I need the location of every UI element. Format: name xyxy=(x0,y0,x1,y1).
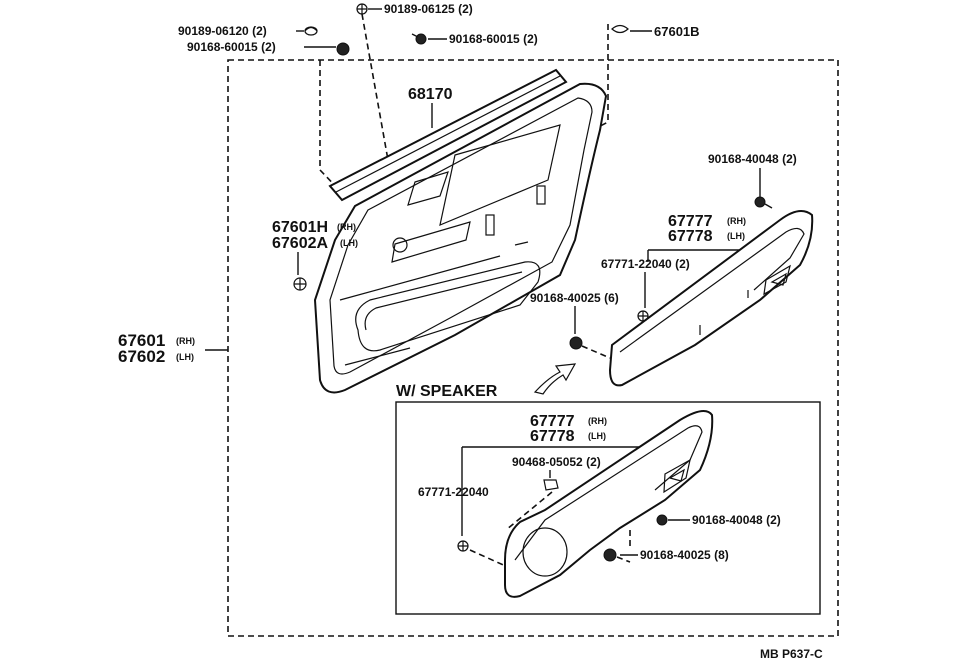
label-armrest-lh-suffix: (LH) xyxy=(727,231,745,241)
label-speaker-screw-lower: 90168-40025 (8) xyxy=(640,548,729,562)
label-armrest-rh-suffix: (RH) xyxy=(727,216,746,226)
label-screw-upper-left: 90168-60015 (2) xyxy=(187,40,276,54)
label-speaker-armrest-lh-suffix: (LH) xyxy=(588,431,606,441)
label-clip-upper-left: 90189-06120 (2) xyxy=(178,24,267,38)
proj-line-top-clip xyxy=(361,13,389,161)
label-handle-bezel-lh-suffix: (LH) xyxy=(340,238,358,248)
label-screw-upper-mid: 90168-60015 (2) xyxy=(449,32,538,46)
label-handle-bezel-rh-suffix: (RH) xyxy=(337,222,356,232)
label-clip-upper-right: 67601B xyxy=(654,24,700,39)
proj-line-speaker-screw-lower xyxy=(616,530,631,563)
label-figure-code: MB P637-C xyxy=(760,647,823,661)
clip-upper-top-icon xyxy=(356,3,368,15)
main-boundary xyxy=(227,59,839,637)
speaker-screw-upper-icon xyxy=(656,514,668,526)
label-handle-bezel-rh: 67601H xyxy=(272,219,328,236)
label-clip-upper-top: 90189-06125 (2) xyxy=(384,2,473,16)
label-speaker-title: W/ SPEAKER xyxy=(396,383,498,400)
speaker-nut-icon xyxy=(543,479,559,491)
speaker-clip-icon xyxy=(457,540,469,552)
label-armrest-clip: 67771-22040 (2) xyxy=(601,257,690,271)
clip-upper-left-icon xyxy=(304,26,318,36)
speaker-inset-box xyxy=(395,401,821,615)
screw-armrest-icon xyxy=(754,196,773,209)
label-speaker-armrest-rh: 67777 xyxy=(530,413,575,430)
label-speaker-screw-upper: 90168-40048 (2) xyxy=(692,513,781,527)
screw-armrest-lower-icon xyxy=(569,336,583,350)
speaker-armrest xyxy=(504,410,714,598)
speaker-arrow-icon xyxy=(533,363,577,395)
label-speaker-nut: 90468-05052 (2) xyxy=(512,455,601,469)
label-door-trim-lh-suffix: (LH) xyxy=(176,352,194,362)
clip-upper-right-icon xyxy=(611,24,629,34)
proj-line-left-clip xyxy=(319,60,346,197)
armrest-clip-icon xyxy=(637,310,649,322)
armrest xyxy=(608,210,814,387)
label-speaker-armrest-lh: 67778 xyxy=(530,428,575,445)
label-door-trim-rh-suffix: (RH) xyxy=(176,336,195,346)
door-trim-panel xyxy=(313,68,608,394)
label-speaker-clip: 67771-22040 xyxy=(418,485,489,499)
screw-upper-mid-icon xyxy=(411,33,427,45)
label-panel-weatherstrip: 68170 xyxy=(408,86,453,103)
label-screw-armrest: 90168-40048 (2) xyxy=(708,152,797,166)
label-screw-armrest-lower: 90168-40025 (6) xyxy=(530,291,619,305)
label-armrest-rh: 67777 xyxy=(668,213,713,230)
proj-line-speaker-clip xyxy=(469,549,511,569)
label-door-trim-rh: 67601 xyxy=(118,331,165,350)
screw-upper-left-icon xyxy=(336,42,350,56)
proj-line-armrest-lower xyxy=(581,345,611,359)
label-armrest-lh: 67778 xyxy=(668,228,713,245)
bezel-clip-icon xyxy=(293,277,307,291)
label-speaker-armrest-rh-suffix: (RH) xyxy=(588,416,607,426)
label-door-trim-lh: 67602 xyxy=(118,347,165,366)
label-handle-bezel-lh: 67602A xyxy=(272,235,328,252)
speaker-screw-lower-icon xyxy=(603,548,617,562)
